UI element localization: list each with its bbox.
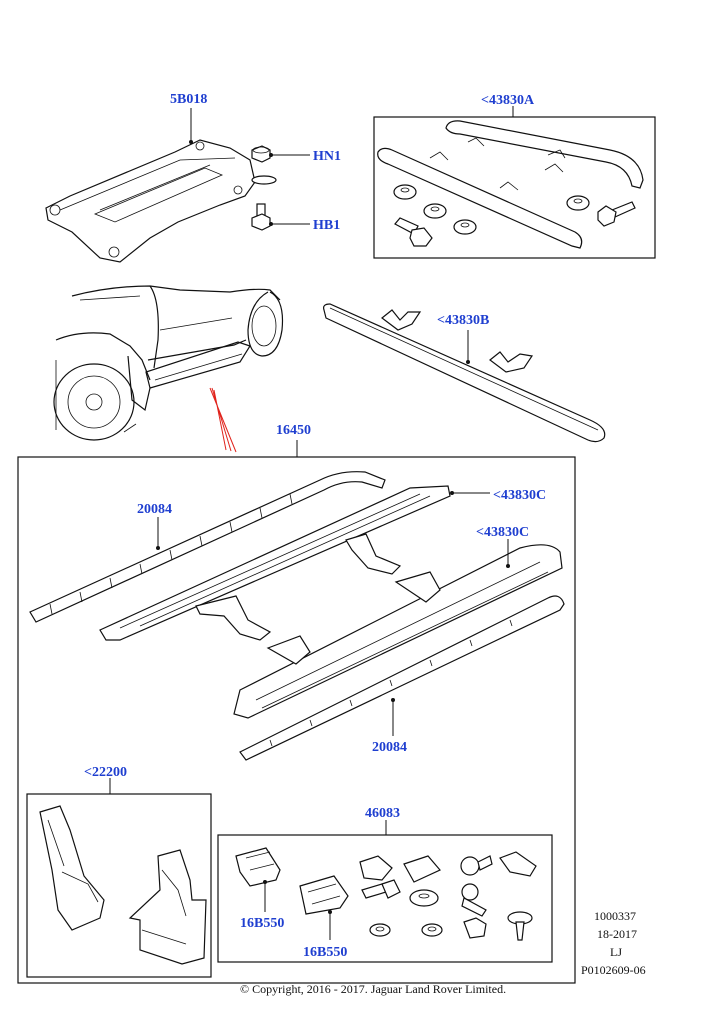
label-20084-upper: 20084 bbox=[137, 502, 172, 517]
side-step-upper[interactable] bbox=[99, 485, 451, 641]
kit-a-step-bars[interactable] bbox=[377, 120, 644, 249]
kit-a-fixings[interactable] bbox=[393, 184, 636, 247]
label-16b550-a: 16B550 bbox=[240, 916, 284, 931]
label-22200: <22200 bbox=[84, 765, 127, 780]
side-step-lower[interactable] bbox=[233, 544, 563, 719]
copyright-text: © Copyright, 2016 - 2017. Jaguar Land Ro… bbox=[240, 982, 506, 996]
trim-strip-lower[interactable] bbox=[239, 595, 565, 761]
kit-a-box bbox=[373, 116, 656, 259]
label-43830a: <43830A bbox=[481, 93, 535, 108]
illustration-id: P0102609-06 bbox=[581, 963, 646, 977]
mudflap-right[interactable] bbox=[128, 849, 207, 965]
label-43830c-upper: <43830C bbox=[493, 488, 546, 503]
fixing-hardware[interactable] bbox=[359, 851, 537, 941]
vehicle-illustration bbox=[53, 285, 284, 441]
label-5b018: 5B018 bbox=[170, 92, 207, 107]
nut-part[interactable] bbox=[251, 145, 277, 185]
bracket-clip-b[interactable] bbox=[299, 875, 349, 915]
trim-strip-upper[interactable] bbox=[29, 471, 386, 623]
label-46083: 46083 bbox=[365, 806, 400, 821]
doc-date: 18-2017 bbox=[597, 927, 637, 941]
label-43830b: <43830B bbox=[437, 313, 489, 328]
label-43830c-lower: <43830C bbox=[476, 525, 529, 540]
label-16b550-b: 16B550 bbox=[303, 945, 347, 960]
bracket-clip-a[interactable] bbox=[235, 847, 281, 887]
bolt-part[interactable] bbox=[251, 203, 271, 231]
mudflap-left[interactable] bbox=[39, 805, 105, 931]
doc-number: 1000337 bbox=[594, 909, 636, 923]
label-20084-lower: 20084 bbox=[372, 740, 407, 755]
mudflaps-box bbox=[26, 793, 212, 978]
label-hb1: HB1 bbox=[313, 218, 340, 233]
skid-plate-part[interactable] bbox=[45, 139, 256, 263]
label-16450: 16450 bbox=[276, 423, 311, 438]
label-hn1: HN1 bbox=[313, 149, 341, 164]
fixing-kit-box bbox=[217, 834, 553, 963]
kit-b-step-bar[interactable] bbox=[323, 303, 606, 443]
doc-initials: LJ bbox=[610, 945, 622, 959]
